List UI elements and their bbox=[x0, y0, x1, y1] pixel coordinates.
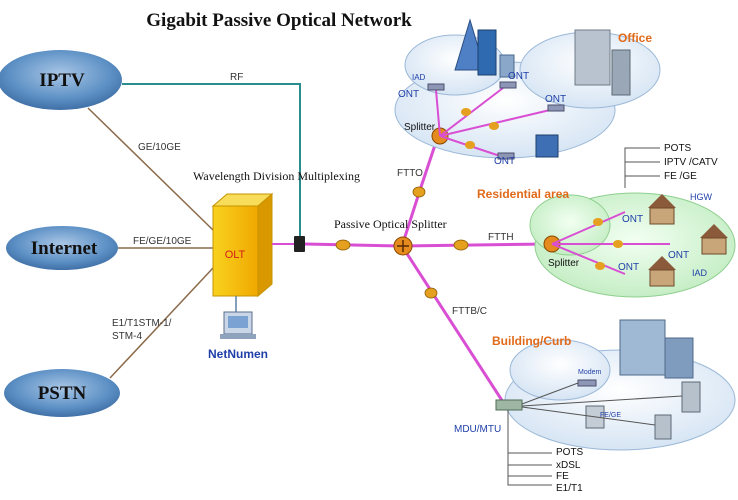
iptv-link-line bbox=[87, 107, 214, 231]
building-mdu-label: MDU/MTU bbox=[454, 424, 501, 435]
office-ont2-label: ONT bbox=[508, 71, 529, 82]
wdm-coupler-icon bbox=[294, 236, 305, 252]
office-ont3-label: ONT bbox=[545, 94, 566, 105]
pstn-link-line bbox=[109, 267, 214, 379]
ge10ge-label: GE/10GE bbox=[138, 142, 181, 153]
netnumen-screen bbox=[228, 316, 248, 328]
rf-line bbox=[122, 83, 301, 236]
passive-splitter-cross bbox=[397, 240, 409, 252]
building-label: Building/Curb bbox=[492, 334, 571, 348]
building-link-lines bbox=[521, 382, 683, 426]
fttbc-fiber bbox=[400, 245, 505, 403]
connector-icon bbox=[593, 218, 603, 226]
connector-icon bbox=[465, 141, 475, 149]
connector-icon bbox=[613, 240, 623, 248]
wdm-label: Wavelength Division Multiplexing bbox=[193, 169, 360, 183]
building-service-item: E1/T1 bbox=[556, 483, 583, 494]
ftth-fiber bbox=[401, 242, 549, 248]
ont-device-icon bbox=[497, 152, 515, 160]
ftto-label: FTTO bbox=[397, 168, 423, 179]
building-service-item: xDSL bbox=[556, 460, 581, 471]
building-service-item: FE bbox=[556, 471, 569, 482]
house-icon bbox=[700, 224, 728, 255]
residential-service-bracket bbox=[624, 147, 660, 188]
residential-iad-label: IAD bbox=[692, 268, 708, 278]
house-icon bbox=[648, 256, 676, 287]
netnumen-label: NetNumen bbox=[208, 347, 268, 361]
building-fege-label: FE/GE bbox=[600, 412, 621, 419]
connector-icon bbox=[412, 186, 426, 198]
olt-side bbox=[257, 192, 273, 298]
internet-ellipse bbox=[6, 226, 118, 270]
pstn-label: PSTN bbox=[38, 383, 87, 404]
splitter-label: Passive Optical Splitter bbox=[334, 217, 447, 231]
connector-icon bbox=[453, 239, 469, 251]
residential-drop-fibers bbox=[551, 211, 670, 275]
fege10ge-label: FE/GE/10GE bbox=[133, 236, 192, 247]
modem-device-icon bbox=[577, 379, 597, 387]
fttbc-label: FTTB/C bbox=[452, 306, 487, 317]
connector-icon bbox=[335, 239, 351, 251]
ont-device-icon bbox=[427, 83, 445, 91]
iptv-label: IPTV bbox=[39, 70, 85, 91]
rf-label: RF bbox=[230, 72, 243, 83]
office-ont1-label: ONT bbox=[398, 89, 419, 100]
residential-ont3-label: ONT bbox=[618, 262, 639, 273]
pstn-ellipse bbox=[4, 369, 120, 417]
iptv-ellipse bbox=[0, 50, 122, 110]
office-iad-label: IAD bbox=[412, 73, 426, 82]
office-ont4-label: ONT bbox=[494, 156, 515, 167]
office-label: Office bbox=[618, 31, 652, 45]
residential-service-item: IPTV /CATV bbox=[664, 157, 718, 168]
connector-icon bbox=[489, 122, 499, 130]
mdu-device-icon bbox=[495, 399, 523, 411]
building-service-bracket bbox=[507, 410, 552, 486]
house-icon bbox=[648, 194, 676, 225]
ont-device-icon bbox=[547, 104, 565, 112]
residential-hgw-label: HGW bbox=[690, 192, 713, 202]
building-modem-label: Modem bbox=[578, 369, 602, 376]
office-buildings-icon bbox=[454, 18, 631, 158]
olt-box bbox=[212, 205, 259, 297]
building-service-item: POTS bbox=[556, 447, 584, 458]
connector-icon bbox=[461, 108, 471, 116]
ftth-label: FTTH bbox=[488, 232, 514, 243]
trunk-fiber bbox=[304, 242, 403, 248]
residential-service-item: POTS bbox=[664, 143, 692, 154]
residential-service-item: FE /GE bbox=[664, 171, 697, 182]
cabinet-icon bbox=[654, 414, 672, 440]
diagram-title: Gigabit Passive Optical Network bbox=[146, 10, 412, 31]
e1-label-line1: E1/T1STM-1/ bbox=[112, 318, 172, 329]
office-splitter-label: Splitter bbox=[404, 122, 436, 133]
residential-ont1-label: ONT bbox=[622, 214, 643, 225]
e1-label-line2: STM-4 bbox=[112, 331, 142, 342]
ont-device-icon bbox=[499, 81, 517, 89]
residential-ont2-label: ONT bbox=[668, 250, 689, 261]
olt-label: OLT bbox=[225, 249, 246, 261]
building-tower-icon bbox=[619, 319, 694, 379]
connector-icon bbox=[595, 262, 605, 270]
internet-label: Internet bbox=[31, 238, 98, 259]
residential-splitter-label: Splitter bbox=[548, 258, 580, 269]
cabinet-icon bbox=[681, 381, 701, 413]
connector-icon bbox=[424, 287, 438, 299]
netnumen-keyboard bbox=[220, 334, 256, 339]
residential-label: Residential area bbox=[477, 187, 569, 201]
